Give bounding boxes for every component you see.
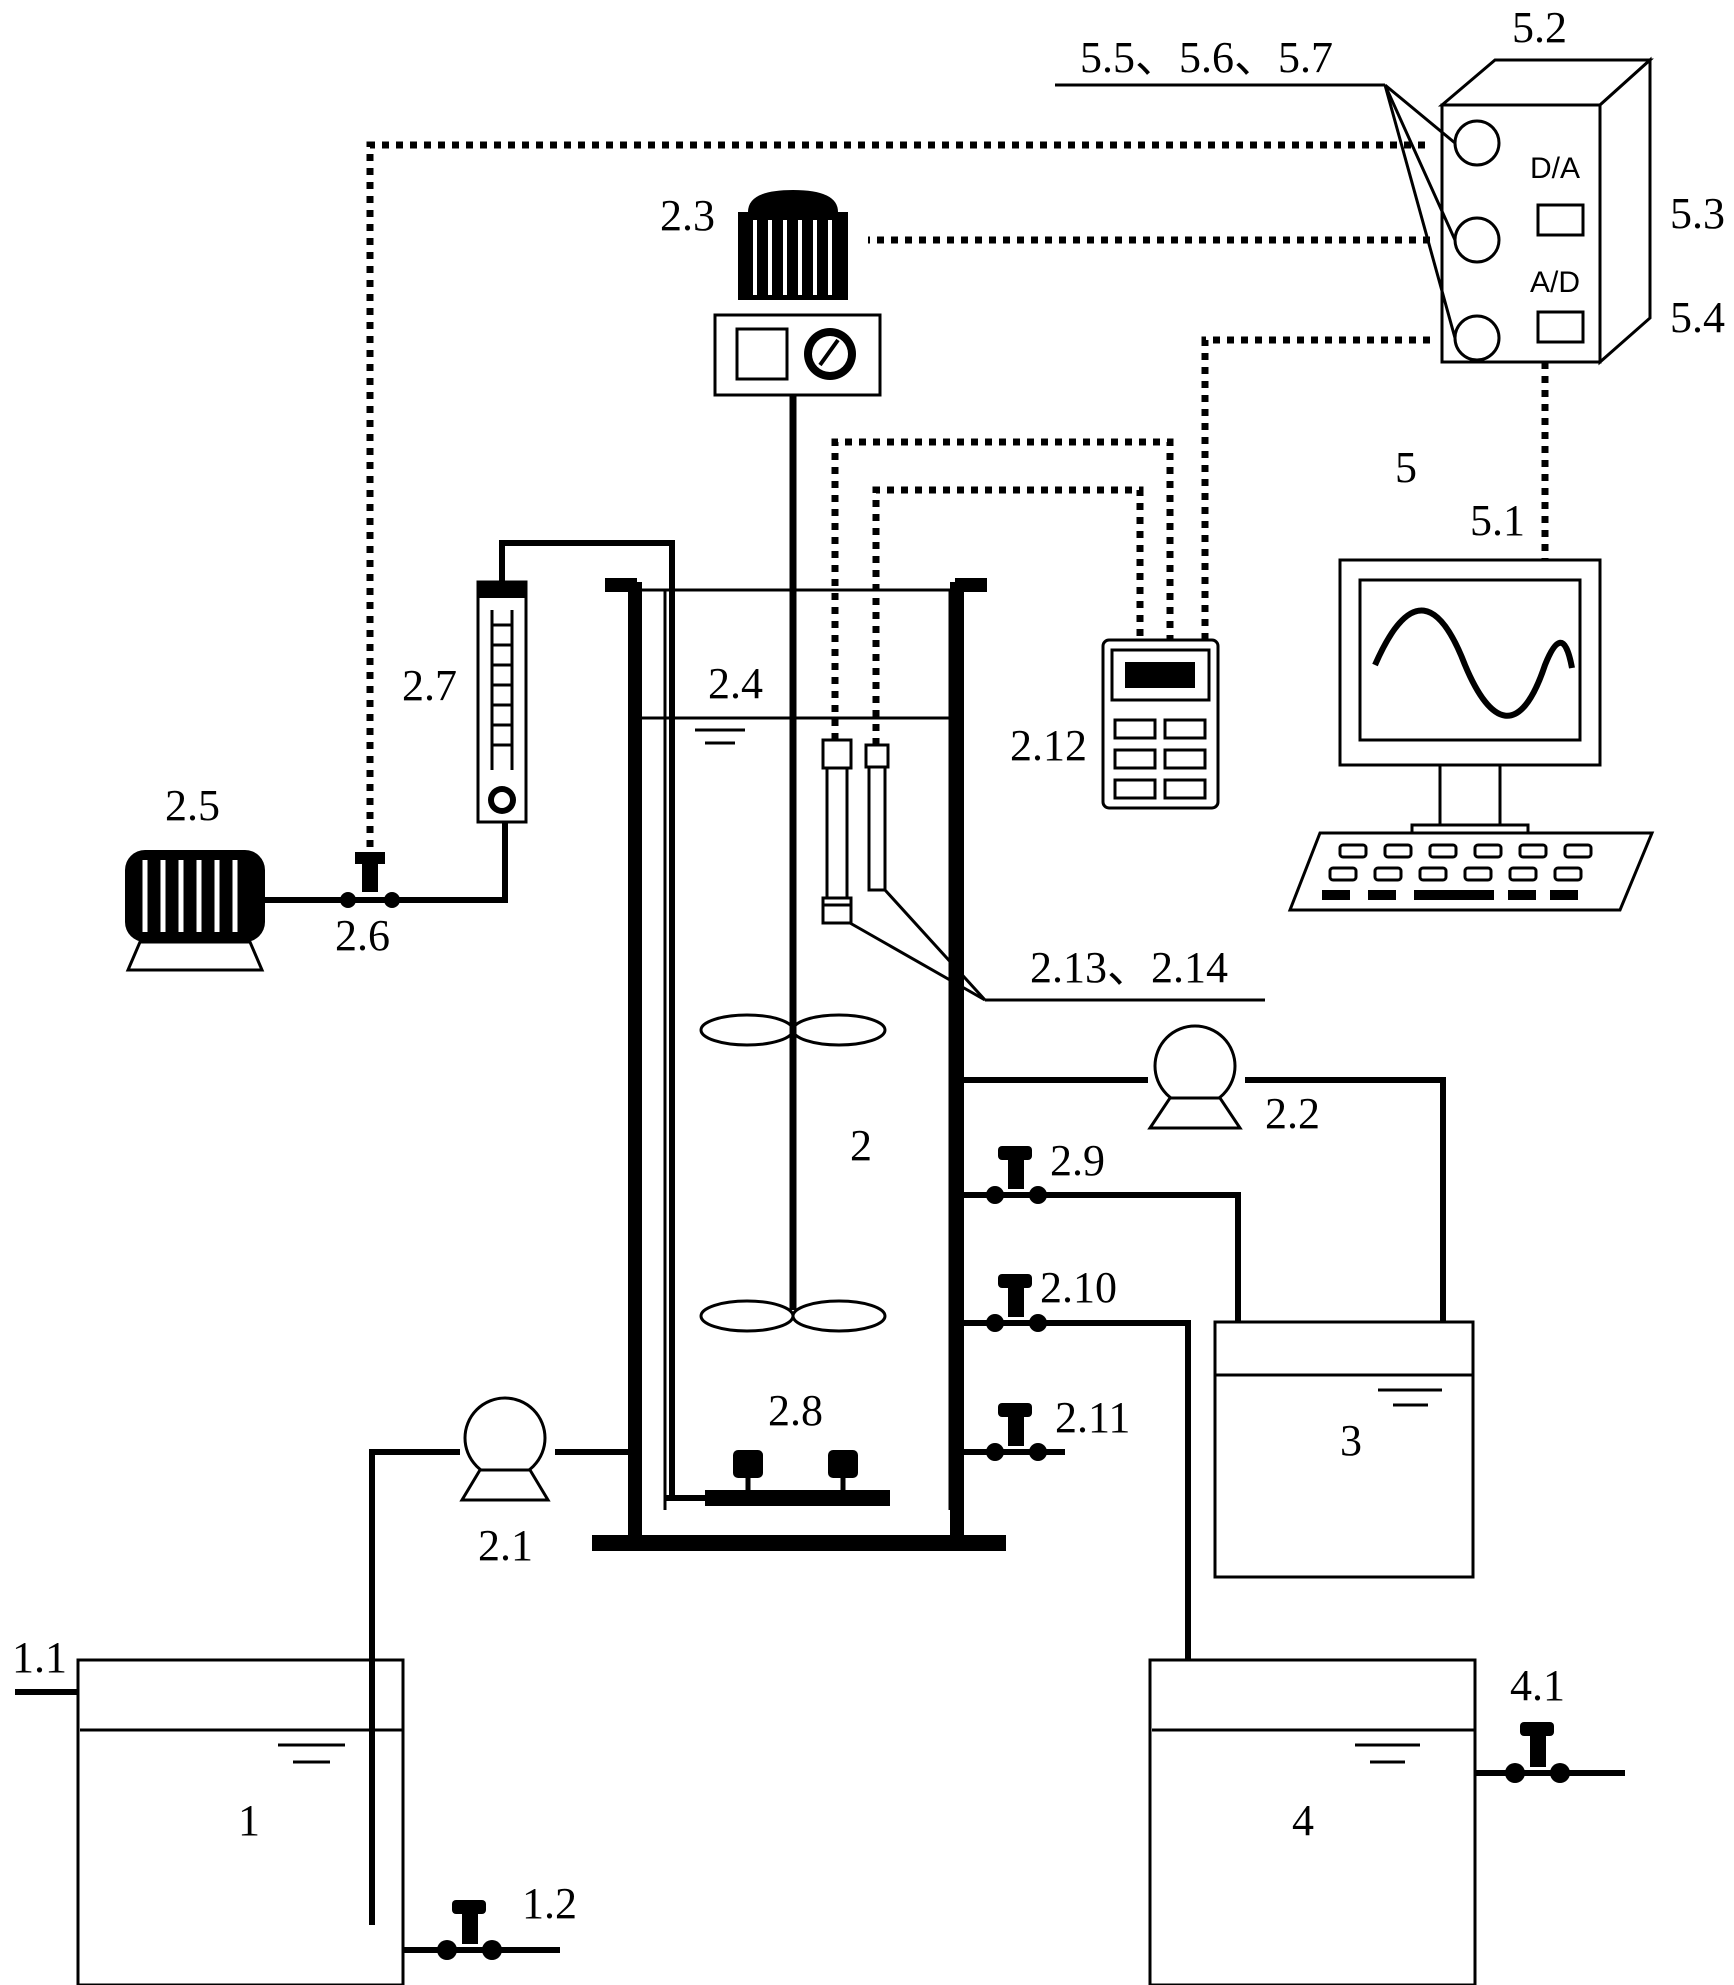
valve-c-icon: [986, 1403, 1047, 1461]
label-da-port: 5.3: [1670, 189, 1725, 238]
feed-drain-valve-icon: [437, 1900, 502, 1960]
monitor-waveform: [1372, 607, 1575, 719]
label-ad-port: 5.4: [1670, 293, 1725, 342]
label-probes: 2.13、2.14: [1030, 943, 1228, 992]
feed-tank: [76, 1658, 405, 1985]
label-flowmeter: 2.7: [402, 661, 457, 710]
relays-leader-2: [1383, 84, 1457, 241]
probe-do-icon: [864, 743, 890, 892]
label-effluent-valve: 4.1: [1510, 1661, 1565, 1710]
relay-3-icon: [1453, 314, 1501, 362]
wire-control-to-air-valve: [366, 141, 1425, 850]
label-relays: 5.5、5.6、5.7: [1080, 33, 1333, 82]
label-stirrer-motor: 2.3: [660, 191, 715, 240]
effluent-valve-icon: [1505, 1722, 1570, 1783]
computer-icon: [1287, 558, 1655, 912]
label-feed-pump: 2.1: [478, 1521, 533, 1570]
flowmeter-icon: [476, 580, 528, 824]
wire-probe2-to-meter: [872, 486, 1144, 745]
effluent-tank: [1148, 1658, 1477, 1985]
water-level-icon: [1378, 1388, 1442, 1407]
label-valve-b: 2.10: [1040, 1263, 1117, 1312]
label-air-valve: 2.6: [335, 911, 390, 960]
ad-label: A/D: [1530, 266, 1580, 299]
settler-tank: [1213, 1320, 1475, 1579]
reactor-wall-right: [950, 582, 964, 1540]
label-water-level: 2.4: [708, 659, 763, 708]
control-box-side: [1598, 56, 1652, 366]
label-settler-tank: 3: [1340, 1416, 1362, 1465]
stirrer-motor-icon: [713, 190, 882, 397]
relays-leader-1: [1384, 83, 1456, 145]
wire-control-to-meter: [1201, 336, 1430, 640]
water-level-icon: [1355, 1743, 1420, 1764]
recycle-pump-icon: [1147, 1024, 1243, 1130]
label-computer: 5.1: [1470, 496, 1525, 545]
signal-wires: [366, 141, 1549, 850]
label-valve-c: 2.11: [1055, 1393, 1130, 1442]
labels: 1 1.1 1.2 2 2.1 2.2 2.3 2.4 2.5 2.6 2.7 …: [12, 3, 1725, 1928]
reactor-flange-right: [955, 578, 987, 592]
probe-ph-icon: [821, 738, 853, 925]
label-feed-inlet: 1.1: [12, 1633, 67, 1682]
label-meter: 2.12: [1010, 721, 1087, 770]
probe-leader-1: [849, 921, 986, 1002]
impeller-lower-icon: [699, 1299, 887, 1333]
wire-probe1-to-meter: [831, 438, 1174, 740]
aerator-icon: [665, 1450, 890, 1506]
water-level-icon: [695, 728, 745, 745]
water-level-icon: [278, 1743, 345, 1764]
control-box: D/A A/D: [1437, 56, 1654, 366]
da-label: D/A: [1530, 152, 1580, 185]
relays-leader-3: [1383, 84, 1457, 339]
label-control-system: 5: [1395, 443, 1417, 492]
label-effluent-tank: 4: [1292, 1796, 1314, 1845]
feed-pipe: [369, 1449, 460, 1925]
label-feed-valve: 1.2: [522, 1879, 577, 1928]
relay-2-icon: [1453, 216, 1501, 264]
label-reactor: 2: [850, 1121, 872, 1170]
air-valve-icon: [340, 852, 400, 908]
label-aerator: 2.8: [768, 1386, 823, 1435]
label-tank-feed: 1: [238, 1796, 260, 1845]
air-to-reactor-pipe: [499, 540, 675, 1498]
valve-b-icon: [986, 1274, 1047, 1332]
feed-pump-icon: [459, 1396, 551, 1502]
reactor: [592, 390, 1265, 1551]
reactor-base: [592, 1535, 1006, 1551]
valve-a-icon: [986, 1146, 1047, 1204]
label-air-compressor: 2.5: [165, 781, 220, 830]
reactor-wall-left: [628, 582, 642, 1540]
impeller-upper-icon: [699, 1013, 887, 1047]
label-recycle-pump: 2.2: [1265, 1089, 1320, 1138]
ad-port-icon: [1536, 310, 1585, 344]
label-control-box: 5.2: [1512, 3, 1567, 52]
label-valve-a: 2.9: [1050, 1136, 1105, 1185]
reactor-flange-left: [605, 578, 637, 592]
da-port-icon: [1536, 203, 1585, 237]
meter-icon: [1101, 638, 1220, 810]
relay-1-icon: [1453, 119, 1501, 167]
probe-leader-2: [883, 888, 987, 1002]
air-compressor-icon: [125, 850, 265, 972]
